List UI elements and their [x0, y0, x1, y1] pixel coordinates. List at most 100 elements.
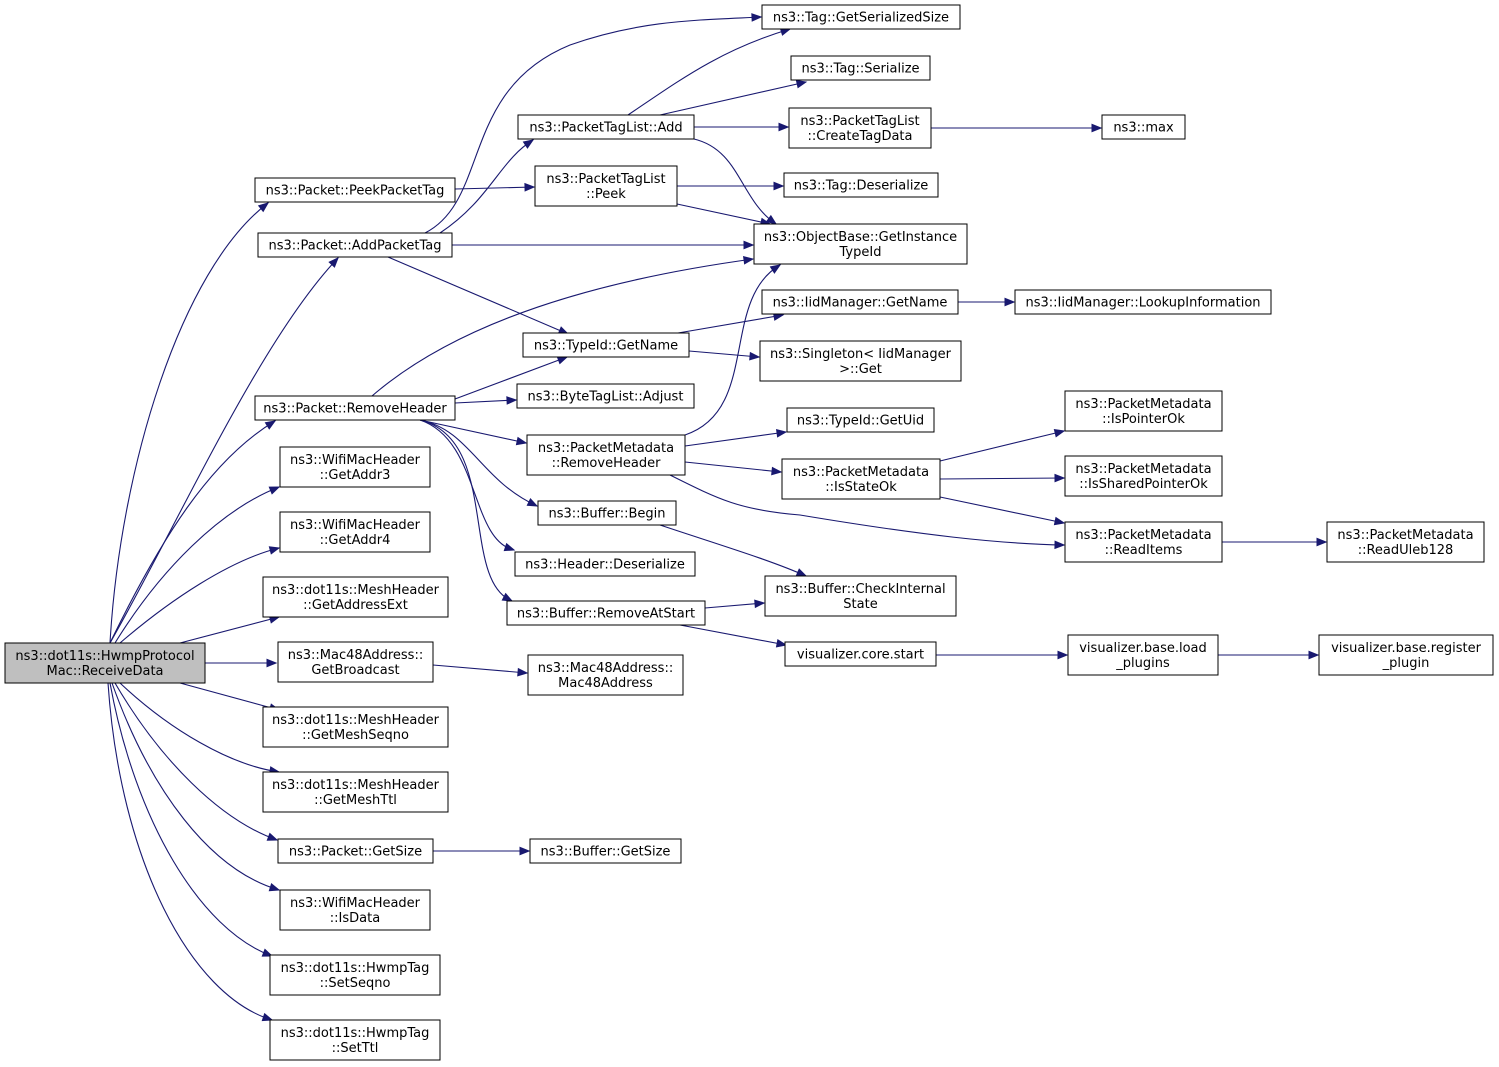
node-label: ::ReadItems — [1105, 543, 1183, 558]
node-label: State — [843, 597, 877, 612]
node-label: ns3::ByteTagList::Adjust — [528, 390, 684, 405]
edge-root-to-getaddr3 — [114, 486, 281, 644]
edge-pmremoveheader-to-pmisstateok — [684, 461, 783, 476]
node-headerdeserialize[interactable]: ns3::Header::Deserialize — [514, 551, 696, 577]
node-mac48address[interactable]: ns3::Mac48Address::Mac48Address — [527, 654, 684, 696]
edge-root-to-packetgetsize — [114, 682, 279, 841]
node-label: GetBroadcast — [311, 663, 399, 678]
node-ptlpeek[interactable]: ns3::PacketTagList::Peek — [534, 165, 678, 207]
arrowhead-icon — [515, 436, 528, 446]
arrowhead-icon — [506, 396, 518, 405]
node-vizcorestart[interactable]: visualizer.core.start — [784, 641, 937, 667]
node-lookupinformation[interactable]: ns3::IidManager::LookupInformation — [1014, 289, 1272, 315]
node-singletonget[interactable]: ns3::Singleton< IidManager>::Get — [759, 340, 962, 382]
call-nodes: ns3::dot11s::HwmpProtocolMac::ReceiveDat… — [4, 4, 1494, 1061]
arrowhead-icon — [261, 948, 274, 957]
node-getbroadcast[interactable]: ns3::Mac48Address::GetBroadcast — [277, 641, 434, 683]
node-label: ns3::TypeId::GetUid — [797, 414, 924, 429]
node-btladjust[interactable]: ns3::ByteTagList::Adjust — [516, 383, 695, 409]
edge-packetgetsize-to-buffergetsize — [433, 846, 531, 856]
node-ptlcreatetagdata[interactable]: ns3::PacketTagList::CreateTagData — [788, 107, 932, 149]
node-label: ns3::PacketTagList — [800, 114, 919, 129]
node-getaddressext[interactable]: ns3::dot11s::MeshHeader::GetAddressExt — [262, 576, 449, 618]
node-setttl[interactable]: ns3::dot11s::HwmpTag::SetTtl — [269, 1019, 441, 1061]
node-pmremoveheader[interactable]: ns3::PacketMetadata::RemoveHeader — [526, 434, 686, 476]
edge-addpackettag-to-ptladd — [439, 139, 535, 234]
arrowhead-icon — [266, 832, 279, 841]
arrowhead-icon — [1091, 123, 1103, 133]
node-label: ns3::Packet::PeekPacketTag — [266, 184, 445, 199]
node-label: ns3::WifiMacHeader — [290, 518, 421, 533]
node-label: ns3::Packet::GetSize — [289, 845, 422, 860]
node-label: ::IsData — [330, 911, 380, 926]
node-pmisstateok[interactable]: ns3::PacketMetadata::IsStateOk — [781, 458, 941, 500]
node-getaddr4[interactable]: ns3::WifiMacHeader::GetAddr4 — [279, 511, 431, 553]
node-max[interactable]: ns3::max — [1101, 114, 1186, 140]
node-removeheader[interactable]: ns3::Packet::RemoveHeader — [254, 395, 456, 421]
edge-getbroadcast-to-mac48address — [432, 664, 529, 677]
node-label: ns3::Singleton< IidManager — [770, 347, 952, 362]
node-taggetserializedsize[interactable]: ns3::Tag::GetSerializedSize — [761, 4, 961, 30]
node-getaddr3[interactable]: ns3::WifiMacHeader::GetAddr3 — [279, 446, 431, 488]
edge-ptladd-to-taggetserializedsize — [627, 27, 792, 116]
edge-ptladd-to-getinstancetypeid — [693, 138, 778, 225]
node-label: ns3::Buffer::GetSize — [541, 845, 671, 860]
arrowhead-icon — [775, 429, 788, 438]
node-label: ::GetAddressExt — [303, 598, 408, 613]
node-label: ns3::PacketMetadata — [1075, 462, 1211, 477]
node-label: ns3::IidManager::LookupInformation — [1025, 296, 1260, 311]
node-getmeshttl[interactable]: ns3::dot11s::MeshHeader::GetMeshTtl — [262, 771, 449, 813]
node-label: Mac48Address — [558, 676, 653, 691]
node-setseqno[interactable]: ns3::dot11s::HwmpTag::SetSeqno — [269, 954, 441, 996]
node-typeidgetname[interactable]: ns3::TypeId::GetName — [522, 332, 690, 358]
node-pmissharedpointerok[interactable]: ns3::PacketMetadata::IsSharedPointerOk — [1064, 455, 1223, 497]
node-ptladd[interactable]: ns3::PacketTagList::Add — [517, 114, 695, 140]
node-label: ns3::Buffer::RemoveAtStart — [517, 607, 695, 622]
edge-root-to-peekpackettag — [109, 202, 270, 644]
node-label: ::RemoveHeader — [552, 456, 662, 471]
arrowhead-icon — [519, 846, 531, 856]
node-tagserialize[interactable]: ns3::Tag::Serialize — [790, 55, 931, 81]
node-buffergetsize[interactable]: ns3::Buffer::GetSize — [529, 838, 682, 864]
node-label: ns3::dot11s::HwmpTag — [281, 1026, 430, 1041]
arrowhead-icon — [775, 638, 788, 648]
node-label: ::GetMeshSeqno — [302, 728, 409, 743]
edge-typeidgetname-to-singletonget — [688, 350, 761, 361]
node-bufferremoveatstart[interactable]: ns3::Buffer::RemoveAtStart — [506, 600, 706, 626]
node-label: ns3::dot11s::MeshHeader — [272, 583, 440, 598]
node-packetgetsize[interactable]: ns3::Packet::GetSize — [277, 838, 434, 864]
node-vizloadplugins[interactable]: visualizer.base.load_plugins — [1067, 634, 1219, 676]
node-label: ns3::dot11s::MeshHeader — [272, 778, 440, 793]
node-isdata[interactable]: ns3::WifiMacHeader::IsData — [279, 889, 431, 931]
node-pmreaditems[interactable]: ns3::PacketMetadata::ReadItems — [1064, 521, 1223, 563]
node-label: ::IsStateOk — [825, 480, 897, 495]
node-typeidgetuid[interactable]: ns3::TypeId::GetUid — [786, 407, 935, 433]
node-addpackettag[interactable]: ns3::Packet::AddPacketTag — [257, 232, 453, 258]
arrowhead-icon — [743, 240, 755, 250]
node-pmispointerok[interactable]: ns3::PacketMetadata::IsPointerOk — [1064, 390, 1223, 432]
arrowhead-icon — [749, 351, 761, 361]
arrowhead-icon — [751, 13, 763, 22]
node-tagdeserialize[interactable]: ns3::Tag::Deserialize — [783, 172, 939, 198]
arrowhead-icon — [778, 122, 790, 132]
arrowhead-icon — [795, 79, 808, 89]
node-getmeshseqno[interactable]: ns3::dot11s::MeshHeader::GetMeshSeqno — [262, 706, 449, 748]
node-peekpackettag[interactable]: ns3::Packet::PeekPacketTag — [254, 177, 456, 203]
edge-bufferbegin-to-checkinternalstate — [659, 524, 808, 577]
edge-peekpackettag-to-ptlpeek — [454, 182, 536, 192]
arrowhead-icon — [754, 599, 766, 609]
arrowhead-icon — [522, 139, 535, 149]
edge-addpackettag-to-typeidgetname — [387, 256, 570, 335]
node-bufferbegin[interactable]: ns3::Buffer::Begin — [537, 500, 677, 526]
node-root[interactable]: ns3::dot11s::HwmpProtocolMac::ReceiveDat… — [4, 642, 206, 684]
arrowhead-icon — [556, 356, 569, 365]
node-pmreaduleb128[interactable]: ns3::PacketMetadata::ReadUleb128 — [1326, 521, 1485, 563]
node-vizregisterplugin[interactable]: visualizer.base.register_plugin — [1318, 634, 1494, 676]
node-label: ns3::Tag::Deserialize — [794, 179, 929, 194]
edge-ptladd-to-tagserialize — [659, 79, 808, 116]
node-iidgetname[interactable]: ns3::IidManager::GetName — [761, 289, 959, 315]
node-label: ns3::Packet::AddPacketTag — [268, 239, 441, 254]
node-label: ns3::IidManager::GetName — [773, 296, 948, 311]
